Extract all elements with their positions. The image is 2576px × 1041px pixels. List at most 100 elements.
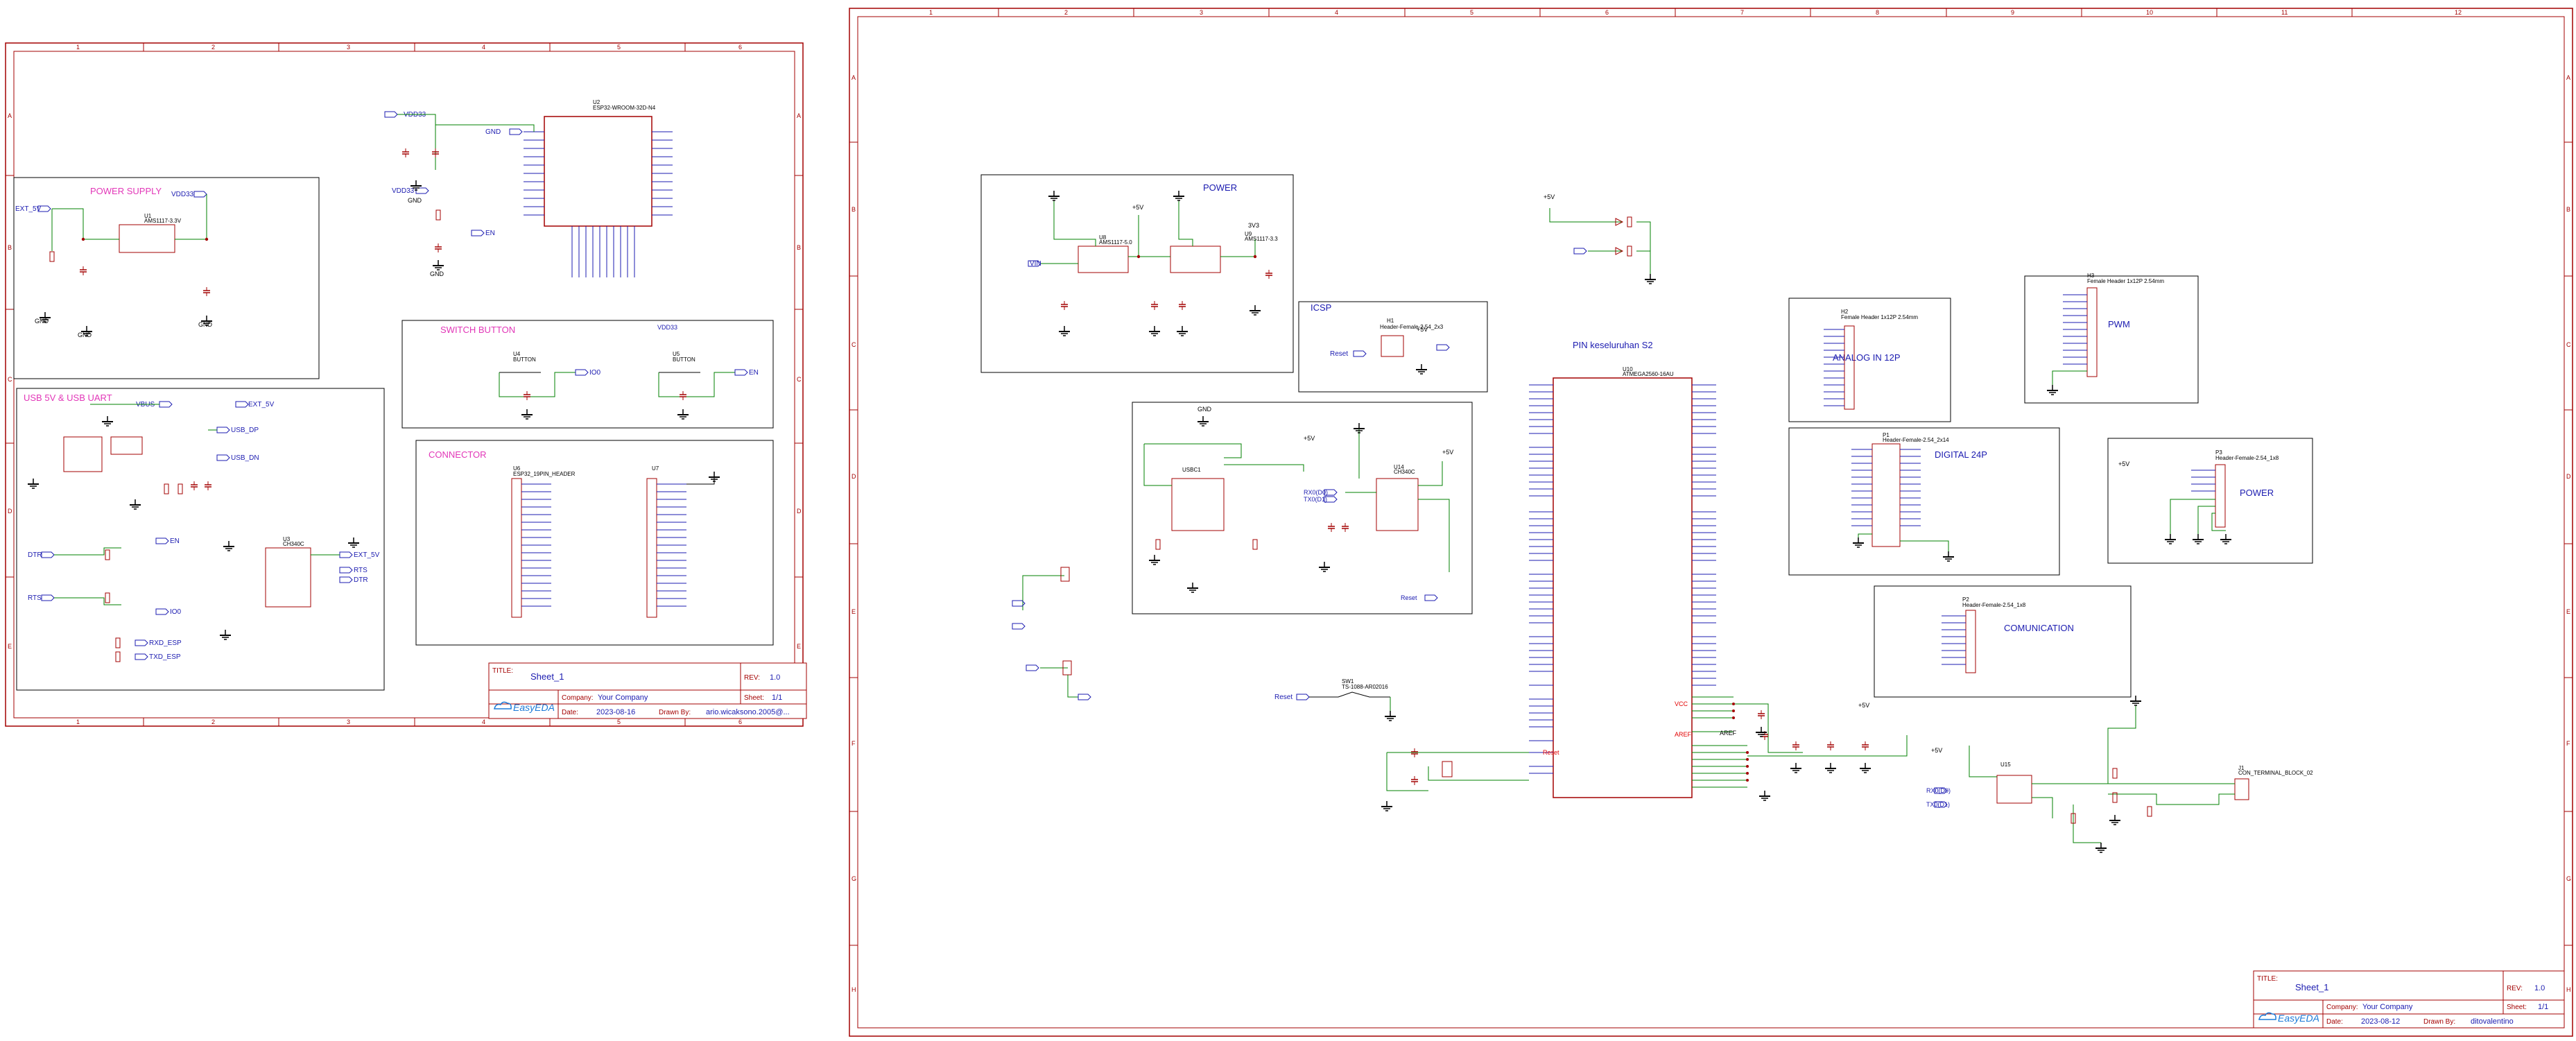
svg-text:E: E — [797, 643, 801, 650]
svg-text:Company:: Company: — [562, 694, 594, 702]
svg-text:+5V: +5V — [1931, 747, 1942, 754]
connector-box — [415, 440, 774, 646]
svg-text:C: C — [8, 376, 12, 383]
svg-text:9: 9 — [2011, 9, 2014, 16]
svg-text:USB_DP: USB_DP — [231, 427, 259, 434]
svg-text:CON_TERMINAL_BLOCK_02: CON_TERMINAL_BLOCK_02 — [2238, 770, 2313, 776]
analog-header: H2 Female Header 1x12P 2.54mm — [1824, 309, 1918, 410]
power2-title: POWER — [2240, 488, 2274, 498]
svg-text:U7: U7 — [652, 465, 659, 472]
power-circuit: U8 AMS1117-5.0 U9 AMS1117-3.3 VIN +5V 3V… — [1028, 190, 1278, 336]
svg-text:EN: EN — [485, 230, 495, 237]
sheet-1-title-block: TITLE: Sheet_1 REV: 1.0 Company: Your Co… — [488, 662, 807, 719]
svg-text:AREF: AREF — [1675, 731, 1692, 738]
svg-text:REV:: REV: — [2507, 985, 2523, 992]
svg-text:G: G — [852, 875, 856, 882]
svg-text:H: H — [852, 986, 856, 993]
svg-text:AMS1117-5.0: AMS1117-5.0 — [1099, 239, 1132, 246]
svg-text:D: D — [2566, 473, 2571, 480]
svg-text:F: F — [852, 740, 856, 747]
svg-text:AMS1117-3.3: AMS1117-3.3 — [1245, 236, 1278, 242]
svg-text:U15: U15 — [2000, 762, 2011, 768]
svg-text:Female Header 1x12P 2.54mm: Female Header 1x12P 2.54mm — [1841, 314, 1918, 320]
cloud-icon — [2258, 1012, 2276, 1020]
svg-text:RTS: RTS — [354, 567, 368, 574]
svg-text:Your Company: Your Company — [598, 694, 648, 702]
svg-text:Date:: Date: — [2326, 1018, 2343, 1026]
svg-text:EN: EN — [749, 369, 759, 377]
connector-title: CONNECTOR — [429, 449, 487, 460]
svg-text:Reset: Reset — [1274, 694, 1293, 701]
svg-text:EN: EN — [170, 537, 180, 545]
svg-text:TITLE:: TITLE: — [492, 667, 513, 675]
svg-text:ario.wicaksono.2005@...: ario.wicaksono.2005@... — [706, 708, 790, 716]
svg-text:12: 12 — [2455, 9, 2462, 16]
pwm-title: PWM — [2108, 319, 2130, 329]
power-box — [980, 174, 1294, 373]
svg-text:C: C — [797, 376, 802, 383]
svg-text:+5V: +5V — [1304, 435, 1315, 442]
svg-text:IO0: IO0 — [170, 608, 182, 616]
svg-text:Drawn By:: Drawn By: — [2423, 1018, 2455, 1026]
svg-text:A: A — [797, 112, 801, 119]
svg-text:U14: U14 — [1394, 464, 1404, 470]
switch-box — [401, 320, 774, 429]
svg-text:ESP32_19PIN_HEADER: ESP32_19PIN_HEADER — [513, 471, 576, 477]
svg-text:1.0: 1.0 — [2534, 984, 2545, 992]
svg-text:Reset: Reset — [1543, 749, 1559, 756]
svg-text:7: 7 — [1740, 9, 1744, 16]
svg-text:+5V: +5V — [1544, 193, 1555, 200]
led-circuit: +5V — [1544, 193, 1657, 284]
svg-text:U10: U10 — [1623, 366, 1633, 372]
svg-text:1/1: 1/1 — [2538, 1003, 2548, 1011]
svg-text:RX0(D0): RX0(D0) — [1304, 489, 1328, 496]
svg-text:H3: H3 — [2087, 273, 2095, 279]
svg-text:J1: J1 — [2238, 765, 2245, 771]
svg-text:U8: U8 — [1099, 234, 1107, 241]
svg-text:P3: P3 — [2215, 449, 2222, 456]
svg-text:ditovalentino: ditovalentino — [2471, 1017, 2514, 1026]
svg-text:VDD33: VDD33 — [657, 324, 677, 331]
svg-text:RTS: RTS — [28, 594, 42, 602]
svg-text:U6: U6 — [513, 465, 521, 472]
power-supply-title: POWER SUPPLY — [90, 186, 162, 196]
svg-text:F: F — [2566, 740, 2570, 747]
svg-text:1: 1 — [76, 44, 80, 51]
svg-text:B: B — [852, 206, 856, 213]
power2-header: P3 Header-Female-2.54_1x8 +5V — [2118, 449, 2279, 544]
svg-text:C: C — [852, 341, 856, 348]
svg-text:6: 6 — [1605, 9, 1609, 16]
svg-text:A: A — [2566, 74, 2570, 81]
svg-text:CH340C: CH340C — [1394, 469, 1415, 475]
sheet-2-title-block: TITLE: Sheet_1 REV: 1.0 Company: Your Co… — [2253, 970, 2565, 1029]
svg-text:U3: U3 — [283, 536, 291, 542]
comm-title: COMUNICATION — [2004, 623, 2074, 633]
svg-text:GND: GND — [35, 318, 49, 325]
svg-text:2: 2 — [211, 719, 215, 725]
svg-text:D: D — [852, 473, 856, 480]
analog-box — [1788, 298, 1951, 422]
svg-text:P2: P2 — [1962, 596, 1969, 603]
svg-text:4: 4 — [482, 44, 485, 51]
pwm-box — [2024, 275, 2199, 404]
svg-text:USB_DN: USB_DN — [231, 454, 259, 462]
switch-title: SWITCH BUTTON — [440, 325, 515, 335]
bottom-circuit: U15 J1 CON_TERMINAL_BLOCK_02 RX0(D0) TX0… — [1858, 695, 2313, 853]
svg-text:G: G — [2566, 875, 2571, 882]
svg-text:2: 2 — [211, 44, 215, 51]
svg-text:Your Company: Your Company — [2362, 1003, 2413, 1011]
svg-text:Header-Female-2.54_2x14: Header-Female-2.54_2x14 — [1883, 437, 1949, 443]
svg-text:8: 8 — [1876, 9, 1879, 16]
svg-text:EXT_5V: EXT_5V — [15, 205, 42, 213]
usb-circuit: U3 CH340C VBUS EXT_5V USB_DP USB_DN DTR … — [27, 401, 380, 662]
svg-text:TX0(D1): TX0(D1) — [1304, 496, 1327, 503]
svg-text:U1: U1 — [144, 213, 152, 219]
svg-text:AMS1117-3.3V: AMS1117-3.3V — [144, 218, 182, 224]
svg-text:5: 5 — [617, 44, 621, 51]
svg-text:A: A — [852, 74, 856, 81]
svg-text:H1: H1 — [1387, 318, 1394, 324]
svg-text:4: 4 — [1335, 9, 1338, 16]
svg-text:TX0(D1): TX0(D1) — [1926, 801, 1950, 808]
